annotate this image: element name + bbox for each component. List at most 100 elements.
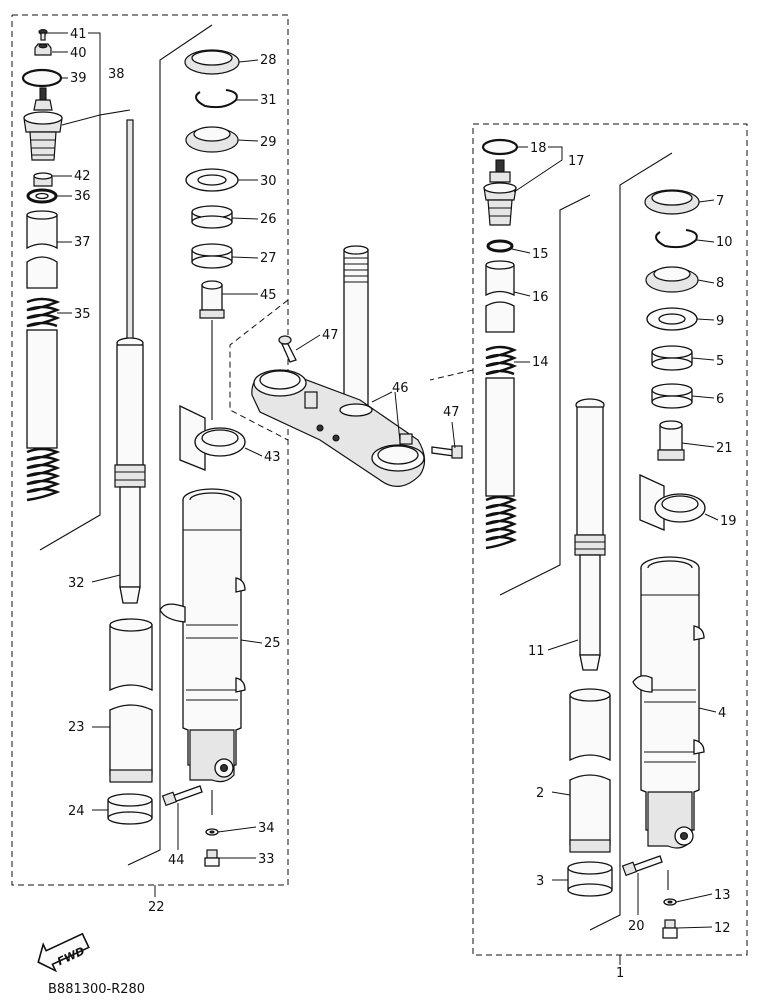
label-29: 29 xyxy=(260,135,277,150)
oil-seal-29 xyxy=(185,126,239,153)
label-24: 24 xyxy=(68,804,85,819)
bushing-6 xyxy=(651,383,693,409)
dust-seal-28 xyxy=(184,49,240,75)
bushing-24 xyxy=(107,793,153,825)
leader-lines xyxy=(47,32,719,929)
label-44: 44 xyxy=(168,853,185,868)
nut-40 xyxy=(34,43,52,56)
washer-9 xyxy=(646,307,698,331)
label-42: 42 xyxy=(74,169,91,184)
label-15: 15 xyxy=(532,247,549,262)
spring-14 xyxy=(485,345,518,550)
under-bracket-46 xyxy=(251,245,426,487)
label-31: 31 xyxy=(260,93,277,108)
label-19: 19 xyxy=(720,514,737,529)
label-37: 37 xyxy=(74,235,91,250)
inner-tube-23 xyxy=(109,618,153,783)
damper-rod-32 xyxy=(114,119,146,604)
clip-10 xyxy=(655,229,698,249)
washer-36 xyxy=(26,188,58,204)
label-47a: 47 xyxy=(322,328,339,343)
fork-guard-43 xyxy=(179,404,246,471)
bushing-3 xyxy=(567,861,613,897)
label-36: 36 xyxy=(74,189,91,204)
label-28: 28 xyxy=(260,53,277,68)
fork-guard-19 xyxy=(639,473,706,531)
label-9: 9 xyxy=(716,314,724,329)
spacer-16 xyxy=(485,260,515,333)
label-2: 2 xyxy=(536,786,544,801)
label-3: 3 xyxy=(536,874,544,889)
label-7: 7 xyxy=(716,194,724,209)
label-18: 18 xyxy=(530,141,547,156)
fwd-arrow-icon: FWD xyxy=(37,932,90,973)
label-14: 14 xyxy=(532,355,549,370)
label-34: 34 xyxy=(258,821,275,836)
bolt-33 xyxy=(204,849,220,867)
bracket-region-dashed-outline xyxy=(229,299,474,441)
label-21: 21 xyxy=(716,441,733,456)
label-22: 22 xyxy=(148,900,165,915)
spring-35 xyxy=(26,297,61,502)
label-4: 4 xyxy=(718,706,726,721)
label-10: 10 xyxy=(716,235,733,250)
oil-seal-8 xyxy=(645,266,699,293)
bushing-5 xyxy=(651,345,693,371)
label-40: 40 xyxy=(70,46,87,61)
label-45: 45 xyxy=(260,288,277,303)
spacer-37 xyxy=(26,210,58,289)
washer-34 xyxy=(205,828,219,836)
label-1: 1 xyxy=(616,966,624,981)
label-41: 41 xyxy=(70,27,87,42)
right-assembly-guide-lines xyxy=(499,152,673,931)
left-assembly-guide-lines xyxy=(39,24,213,866)
screw-41 xyxy=(38,28,48,41)
label-13: 13 xyxy=(714,888,731,903)
o-ring-39 xyxy=(21,68,63,88)
label-8: 8 xyxy=(716,276,724,291)
o-ring-18 xyxy=(481,138,519,156)
washer-13 xyxy=(663,898,677,906)
label-12: 12 xyxy=(714,921,731,936)
bolt-12 xyxy=(662,919,678,939)
bolt-20 xyxy=(621,855,663,877)
diagram-code: B881300-R280 xyxy=(48,982,145,997)
label-26: 26 xyxy=(260,212,277,227)
outer-tube-25 xyxy=(159,488,246,783)
label-20: 20 xyxy=(628,919,645,934)
label-47b: 47 xyxy=(443,405,460,420)
inner-tube-2 xyxy=(569,688,611,853)
label-27: 27 xyxy=(260,251,277,266)
bushing-27 xyxy=(191,243,233,269)
bolt-44 xyxy=(161,785,203,807)
clip-31 xyxy=(195,89,238,109)
label-6: 6 xyxy=(716,392,724,407)
part-labels: 41 40 39 38 42 36 37 35 32 23 24 28 31 2… xyxy=(68,27,737,981)
pinch-bolt-47a xyxy=(278,335,297,363)
label-33: 33 xyxy=(258,852,275,867)
oil-lock-piece-21 xyxy=(657,420,685,461)
label-46: 46 xyxy=(392,381,409,396)
label-39: 39 xyxy=(70,71,87,86)
oil-lock-piece-45 xyxy=(199,280,225,319)
cap-bolt-17 xyxy=(483,159,517,226)
label-35: 35 xyxy=(74,307,91,322)
label-5: 5 xyxy=(716,354,724,369)
washer-15 xyxy=(486,239,514,253)
pinch-bolt-47b xyxy=(431,445,463,459)
label-11: 11 xyxy=(528,644,545,659)
label-23: 23 xyxy=(68,720,85,735)
label-25: 25 xyxy=(264,636,281,651)
label-30: 30 xyxy=(260,174,277,189)
cap-bolt-38 xyxy=(23,87,63,161)
label-17: 17 xyxy=(568,154,585,169)
nut-42 xyxy=(33,172,53,187)
damper-rod-11 xyxy=(574,398,606,671)
label-43: 43 xyxy=(264,450,281,465)
bushing-26 xyxy=(191,205,233,229)
label-38: 38 xyxy=(108,67,125,82)
outer-tube-4 xyxy=(632,556,705,849)
dust-seal-7 xyxy=(644,189,700,215)
label-16: 16 xyxy=(532,290,549,305)
